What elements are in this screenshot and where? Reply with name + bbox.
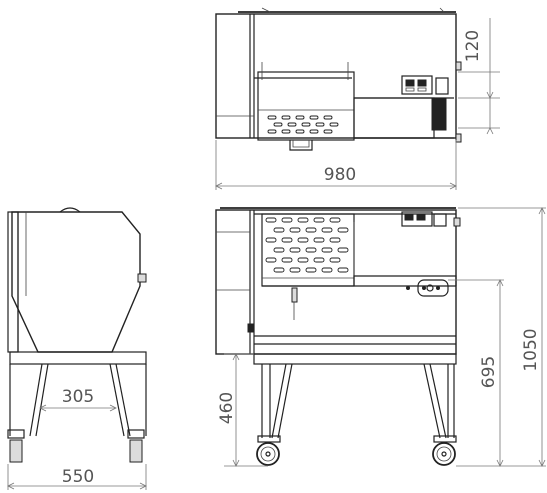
top-view: 120 980: [215, 7, 500, 190]
top-vent-slots: [267, 115, 339, 134]
dim-top-width: 980: [324, 165, 356, 185]
side-view: 460 695 1050: [215, 207, 546, 467]
side-wheels: [256, 442, 456, 466]
dim-side-mid-height: 695: [479, 356, 499, 388]
side-switch-plate: [406, 279, 449, 297]
dim-top-height: 120: [463, 30, 483, 62]
dim-front-width: 550: [62, 467, 94, 487]
dim-side-total-height: 1050: [521, 328, 541, 371]
front-view: 305 550: [7, 207, 147, 490]
top-control-panel: [401, 75, 449, 95]
side-vent-slots: [265, 217, 349, 273]
side-control-panel: [401, 211, 461, 227]
dim-side-leg-height: 460: [217, 392, 237, 424]
dim-front-inner: 305: [62, 387, 94, 407]
